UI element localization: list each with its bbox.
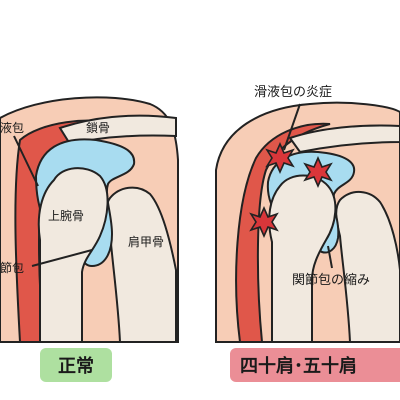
inflammation-burst-icon — [265, 142, 295, 174]
label-humerus: 上腕骨 — [48, 208, 84, 223]
normal-shoulder — [0, 96, 179, 343]
normal-badge-label: 正常 — [58, 355, 94, 377]
normal-badge — [40, 348, 112, 382]
leader-bursitis — [283, 103, 301, 151]
clavicle-bone-right — [288, 124, 400, 154]
leader-bursa-left — [13, 135, 39, 187]
inflammation-burst-icon — [249, 206, 279, 238]
label-capsule-shrink: 関節包の縮み — [292, 272, 370, 288]
label-scapula: 肩甲骨 — [128, 234, 164, 249]
label-clavicle: 鎖骨 — [86, 120, 110, 135]
inflammation-burst-icon — [303, 156, 333, 188]
frozen-shoulder-badge — [230, 348, 400, 382]
frozen-shoulder — [215, 101, 400, 343]
label-bursa-left: 液包 — [0, 120, 24, 135]
leader-capsule-left — [31, 249, 93, 267]
label-capsule-left: 節包 — [0, 260, 24, 275]
label-bursitis: 滑液包の炎症 — [254, 85, 332, 100]
leader-capsule-right — [327, 245, 333, 269]
frozen-shoulder-badge-label: 四十肩･五十肩 — [240, 355, 357, 377]
deltoid-muscle-right — [235, 122, 331, 343]
